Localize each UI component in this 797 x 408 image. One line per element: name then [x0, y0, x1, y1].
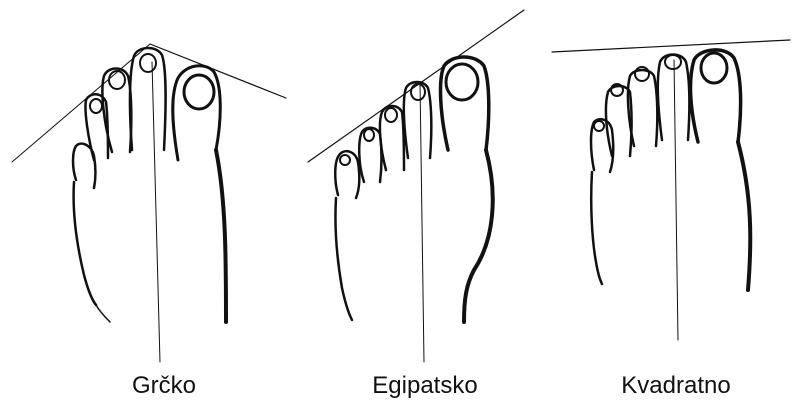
- greek-foot-icon: [12, 44, 286, 362]
- caption-square: Kvadratno: [621, 372, 730, 400]
- caption-greek: Grčko: [132, 372, 196, 400]
- caption-egyptian: Egipatsko: [372, 372, 477, 400]
- egyptian-foot-icon: [308, 10, 524, 362]
- square-foot-icon: [552, 40, 790, 340]
